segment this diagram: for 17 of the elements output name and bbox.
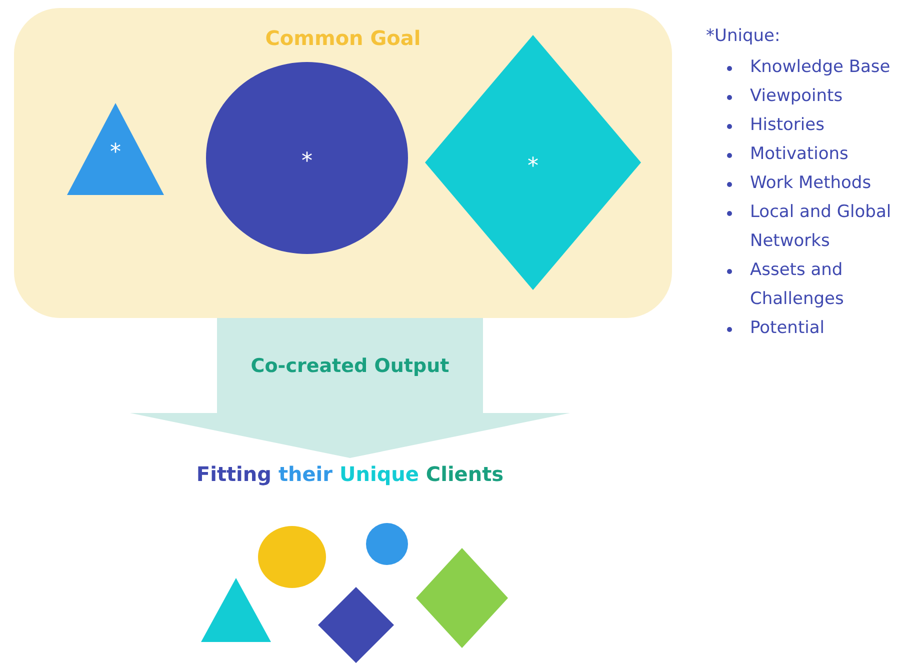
list-item: Assets and Challenges [750,259,845,311]
asterisk-mark: * [110,142,121,164]
asterisk-mark: * [528,156,538,178]
panel-title: Common Goal [264,26,422,50]
list-item: Work Methods [750,172,872,195]
asterisk-mark: * [302,151,312,173]
goal-panel [14,8,672,318]
note-heading: *Unique: [706,26,780,46]
list-item: Local and Global Networks [750,201,892,253]
edge-label: Co-created Output [250,354,450,376]
block-arrow [130,318,570,458]
list-item: Motivations [750,143,850,166]
list-item: Knowledge Base [750,56,892,79]
list-item: Histories [750,114,826,137]
clients-heading: Fitting their Unique Clients [195,462,505,486]
list-item: Viewpoints [750,85,844,108]
list-item: Potential [750,317,826,340]
